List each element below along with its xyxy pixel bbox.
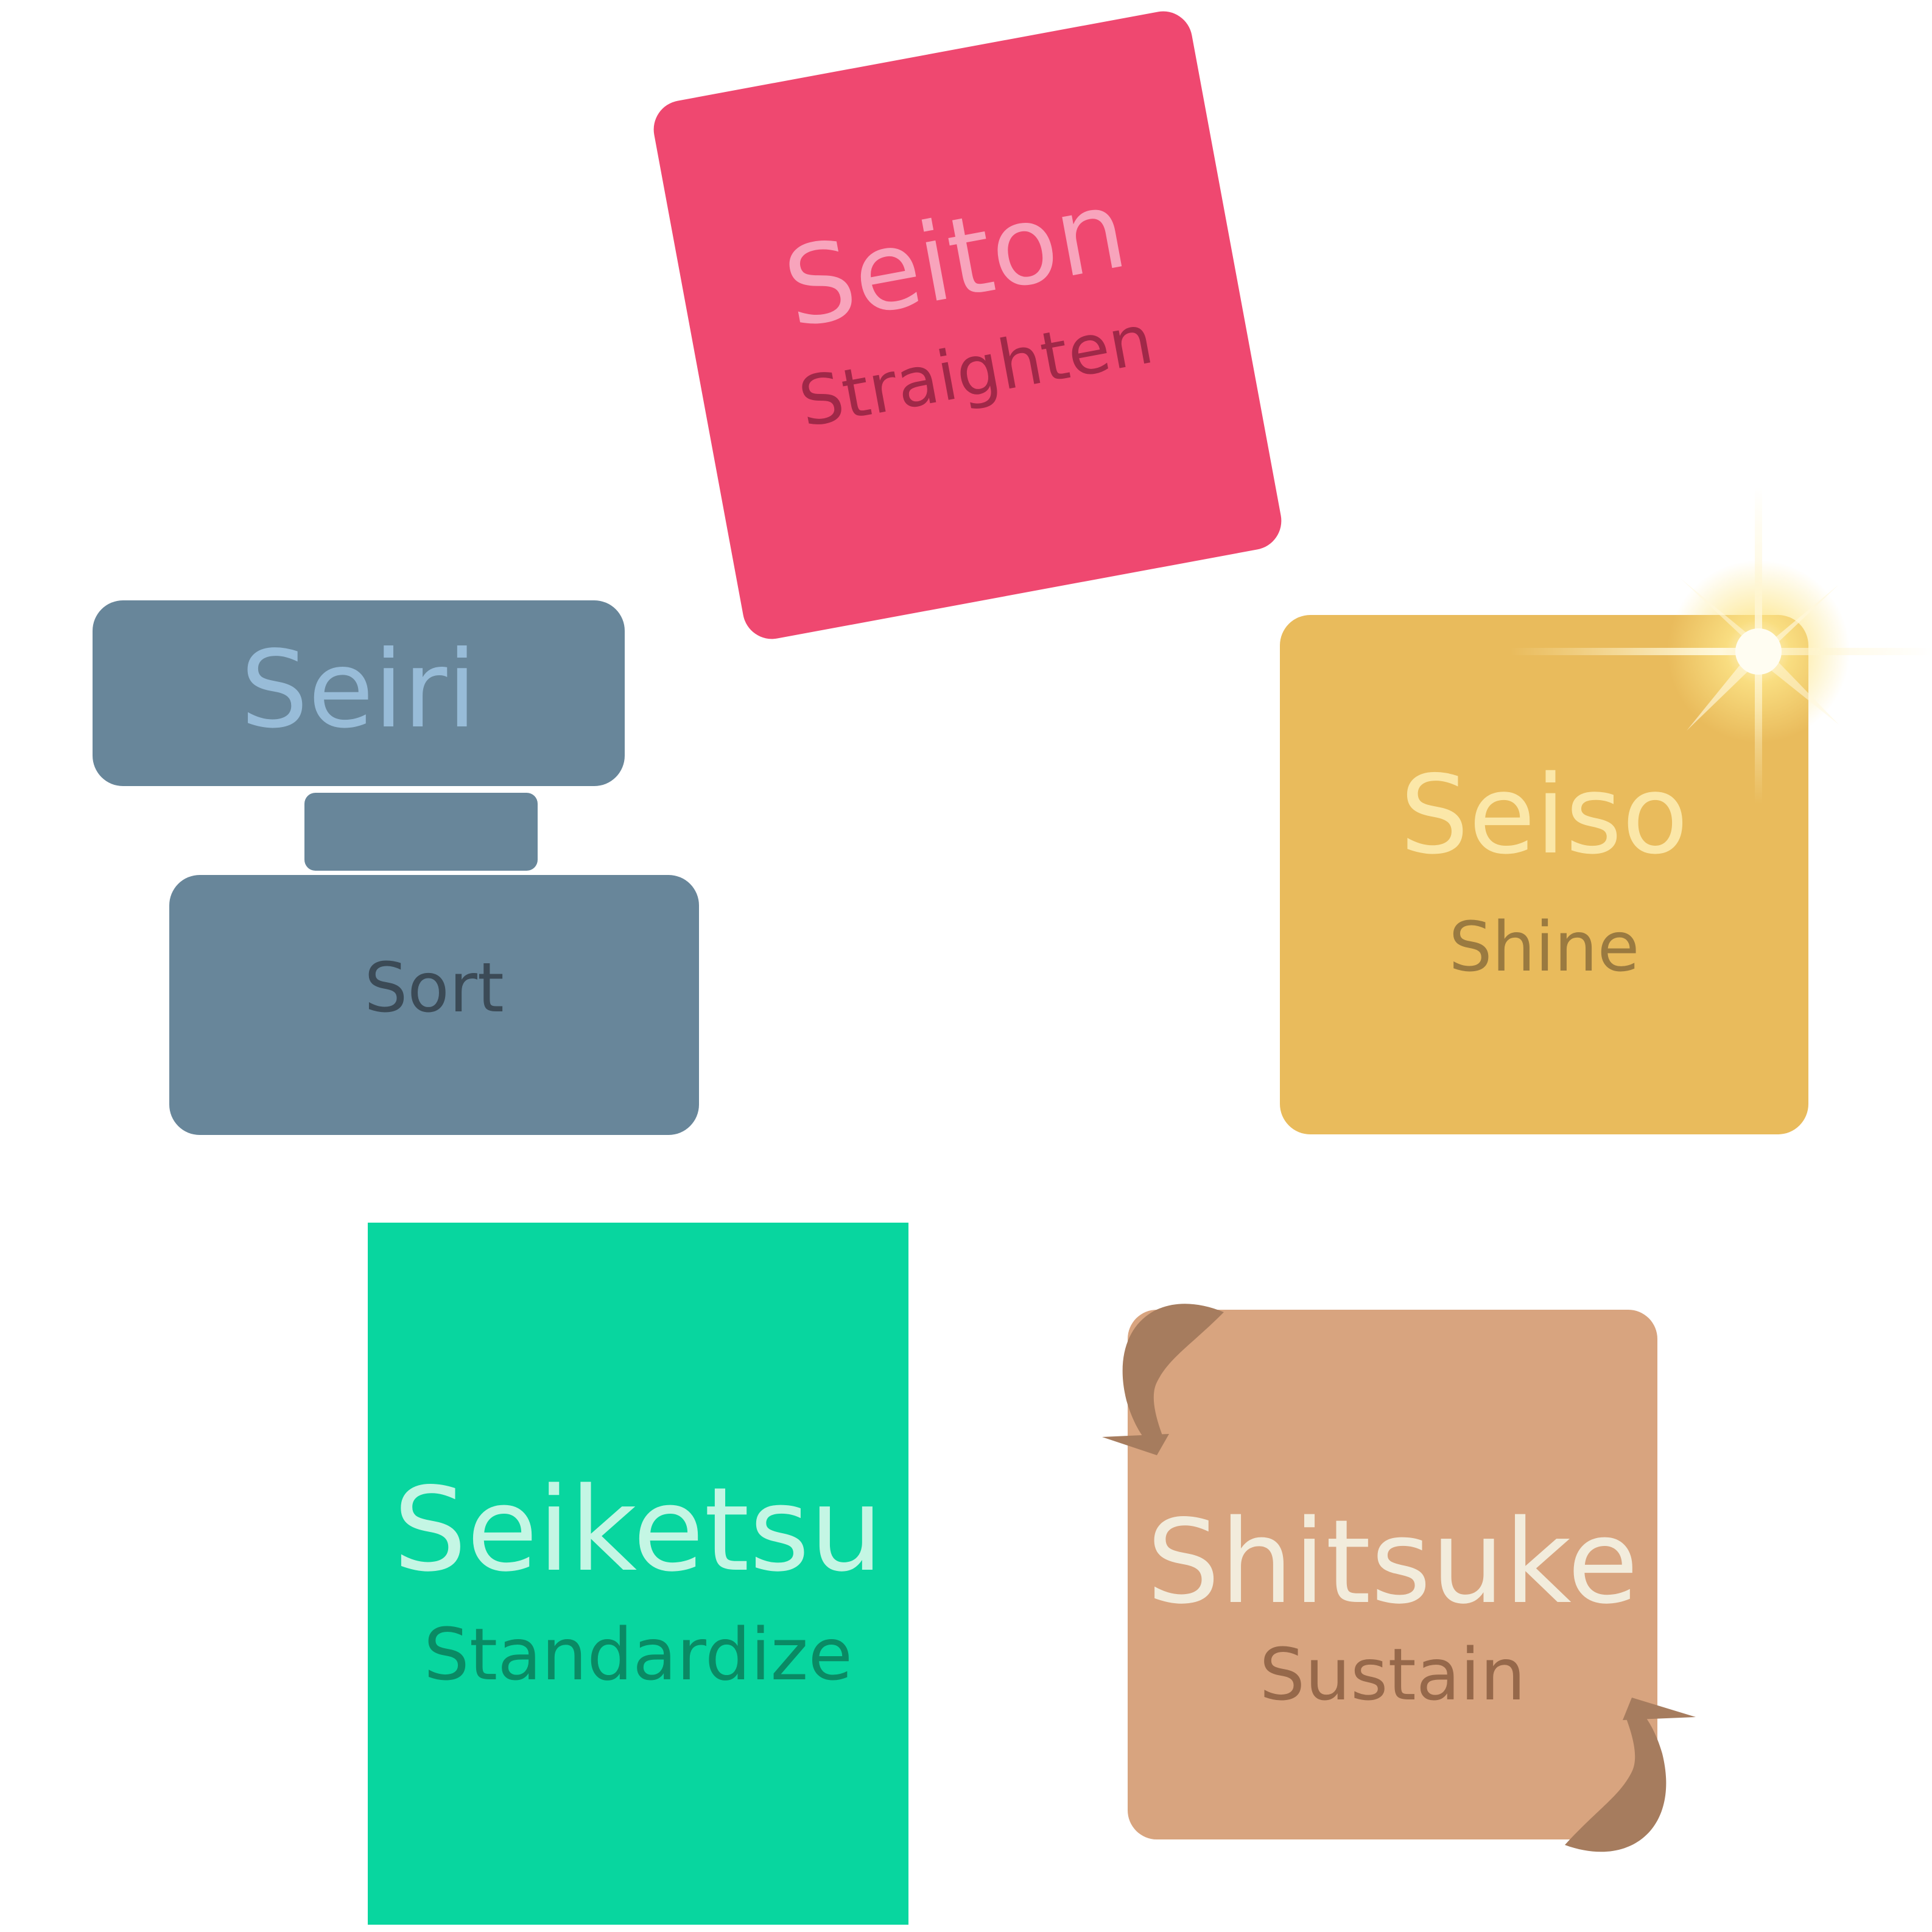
seiketsu-title: Seiketsu — [393, 1463, 883, 1597]
seiri-card-bottom: Sort — [169, 875, 699, 1135]
shitsuke-card: Shitsuke Sustain — [1128, 1310, 1657, 1839]
seiri-card-connector — [304, 793, 538, 871]
shitsuke-title: Shitsuke — [1147, 1495, 1639, 1629]
seiton-card: Seiton Straighten — [648, 6, 1287, 644]
seiri-card-top: Seiri — [93, 600, 625, 786]
shitsuke-subtitle: Sustain — [1259, 1632, 1526, 1716]
cycle-arrow-bottom-right-icon — [1565, 1698, 1696, 1852]
seiketsu-card: Seiketsu Standardize — [368, 1223, 908, 1925]
seiso-subtitle: Shine — [1449, 908, 1640, 987]
seiso-title: Seiso — [1400, 752, 1688, 878]
seiketsu-subtitle: Standardize — [423, 1612, 853, 1696]
seiri-title: Seiri — [241, 628, 477, 752]
seiri-subtitle: Sort — [364, 949, 504, 1028]
sparkle-icon — [1510, 487, 1932, 804]
cycle-arrow-top-left-icon — [1102, 1304, 1224, 1455]
